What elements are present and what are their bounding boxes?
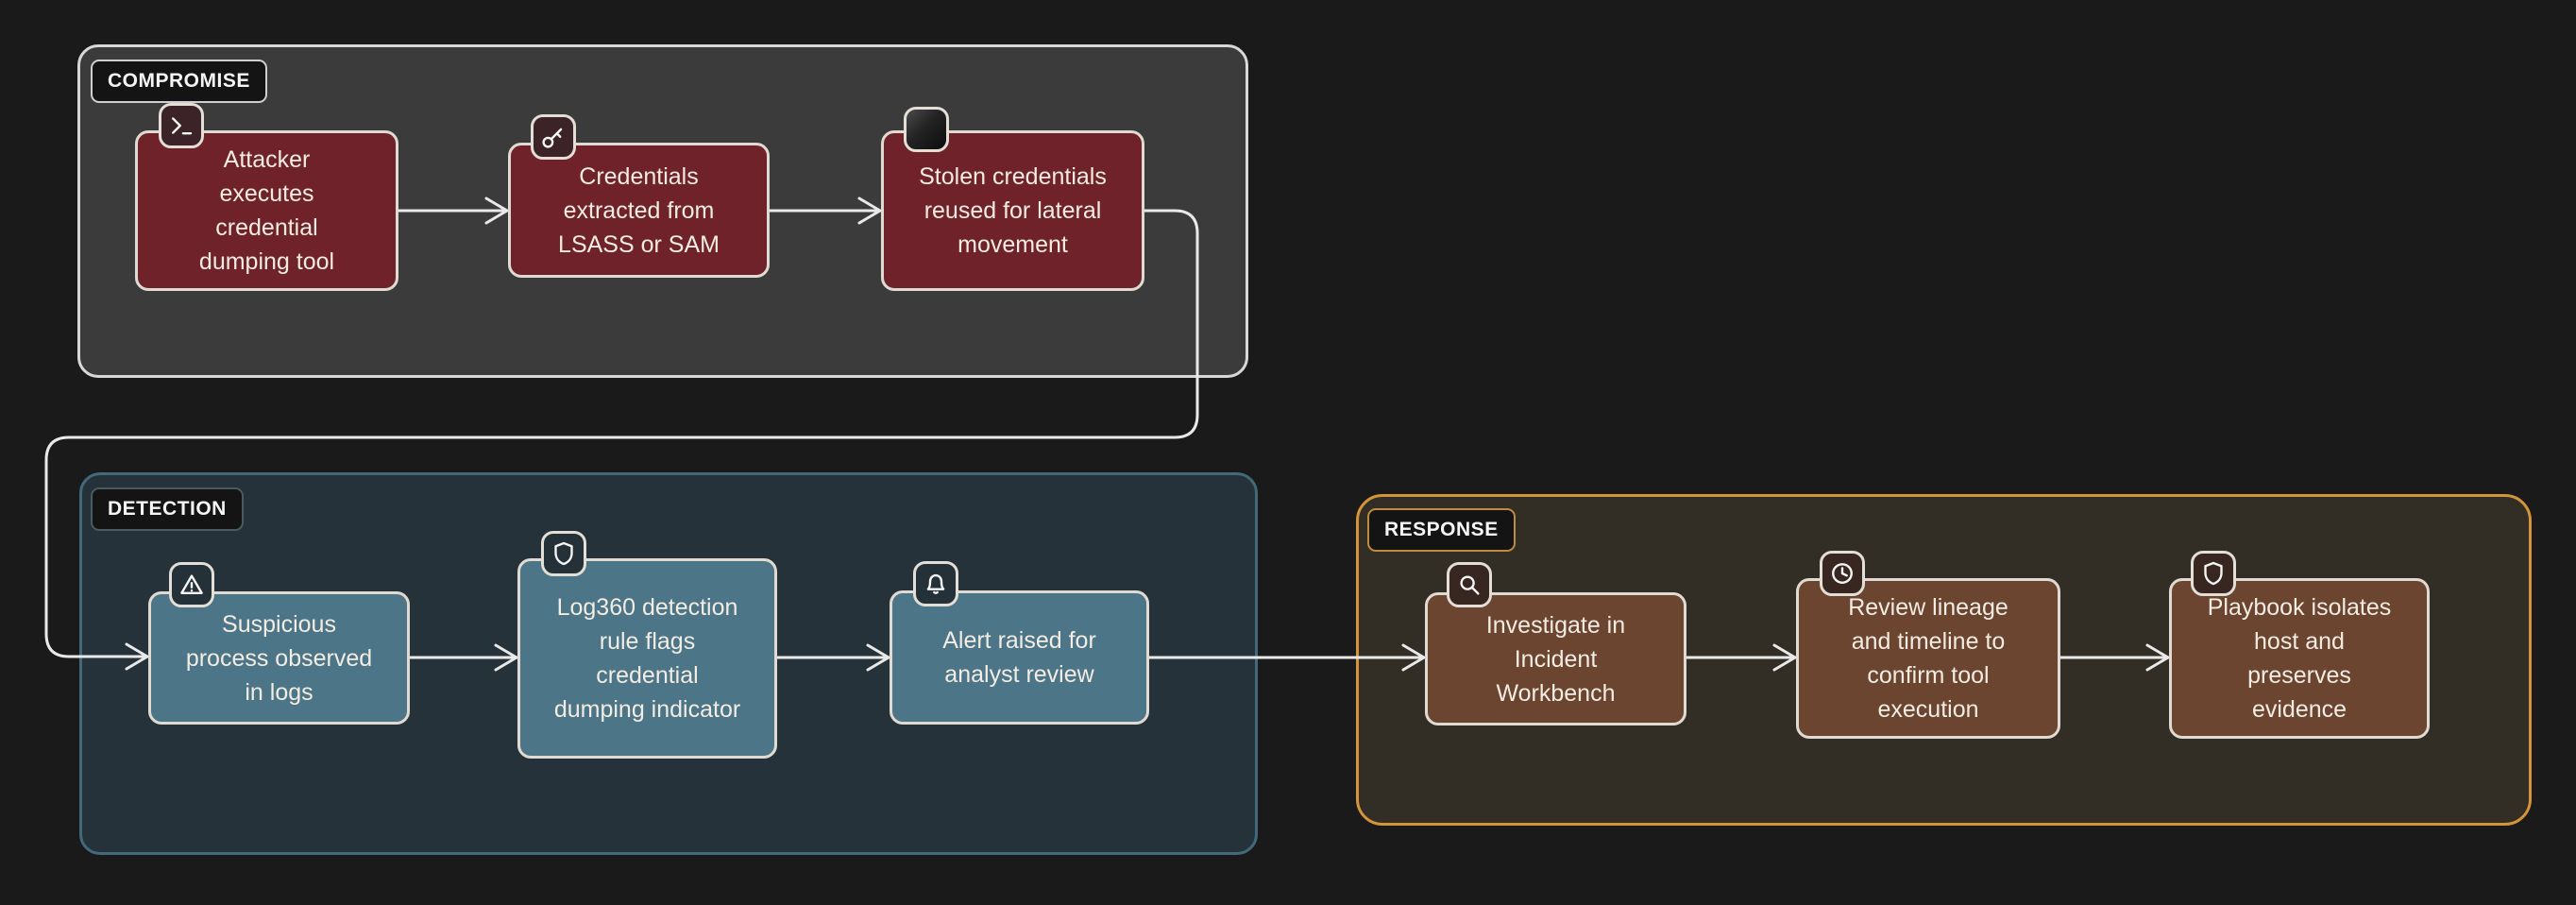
- node-log360-rule: Log360 detection rule flags credential d…: [517, 558, 777, 759]
- dark-screen-icon: [904, 107, 949, 152]
- node-playbook-isolates: Playbook isolates host and preserves evi…: [2169, 578, 2430, 739]
- bell-icon: [913, 561, 958, 606]
- group-label-response: RESPONSE: [1367, 508, 1516, 552]
- search-icon: [1447, 562, 1492, 607]
- node-review-lineage: Review lineage and timeline to confirm t…: [1796, 578, 2060, 739]
- node-stolen-credentials: Stolen credentials reused for lateral mo…: [881, 130, 1144, 291]
- edge-credentials-to-stolen: [768, 196, 882, 225]
- group-label-detection: DETECTION: [91, 487, 244, 531]
- terminal-icon: [159, 103, 204, 148]
- warning-icon: [169, 562, 214, 607]
- clock-icon: [1820, 551, 1865, 596]
- node-suspicious-process: Suspicious process observed in logs: [148, 591, 410, 725]
- shield-icon: [2191, 551, 2236, 596]
- edge-attacker-to-credentials: [397, 196, 509, 225]
- node-attacker-executes: Attacker executes credential dumping too…: [135, 130, 398, 291]
- edge-investigate-to-review: [1685, 643, 1797, 672]
- shield-icon: [541, 531, 586, 576]
- edge-suspicious-to-log360: [408, 643, 518, 672]
- node-credentials-extracted: Credentials extracted from LSASS or SAM: [508, 143, 770, 278]
- key-icon: [531, 114, 576, 160]
- edge-log360-to-alert: [775, 643, 890, 672]
- group-label-compromise: COMPROMISE: [91, 60, 267, 103]
- edge-review-to-playbook: [2059, 643, 2170, 672]
- node-investigate-workbench: Investigate in Incident Workbench: [1425, 592, 1686, 726]
- edge-stolen-to-suspicious: [44, 209, 1199, 671]
- edge-alert-to-investigate: [1147, 643, 1426, 672]
- node-alert-raised: Alert raised for analyst review: [890, 590, 1149, 725]
